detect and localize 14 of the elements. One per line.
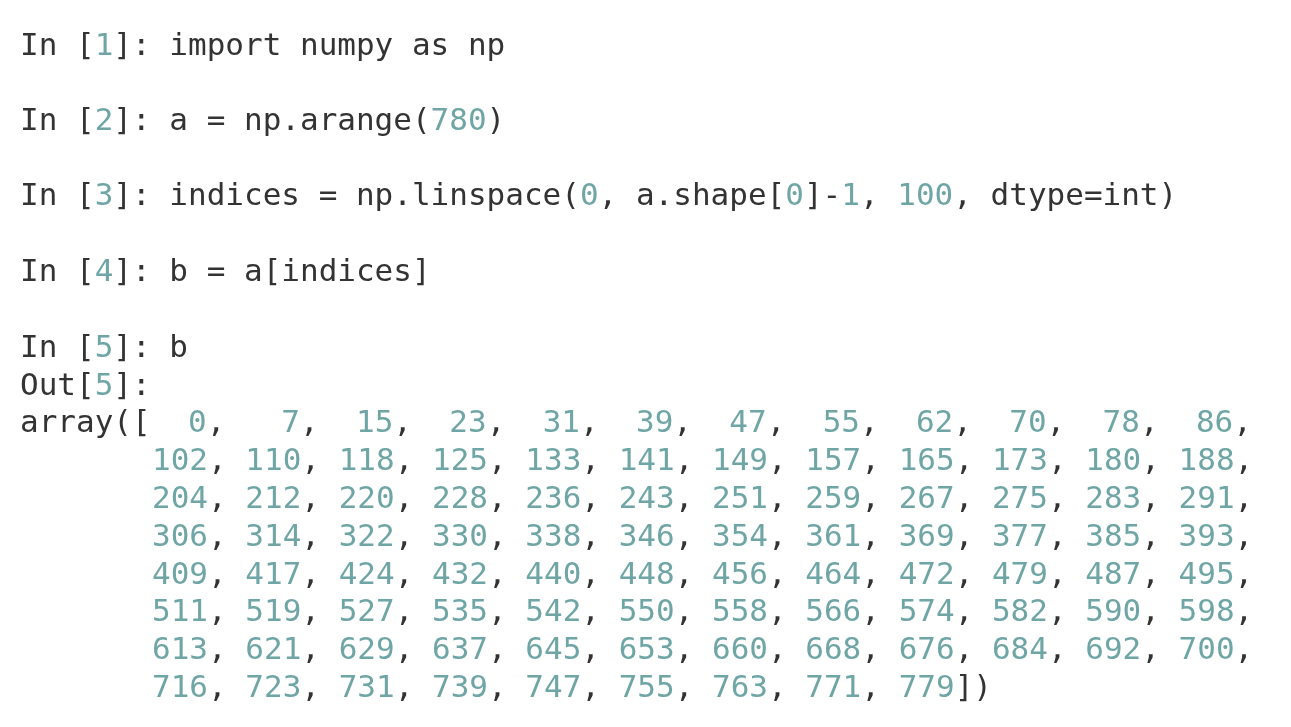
output-line: 409, 417, 424, 432, 440, 448, 456, 464, 472, 479, 487, 495, (152, 554, 1254, 592)
output-line: 306, 314, 322, 330, 338, 346, 354, 361, 369, 377, 385, 393, (152, 516, 1254, 554)
output-line: 613, 621, 629, 637, 645, 653, 660, 668, 676, 684, 692, 700, (152, 629, 1254, 667)
code-line: In [4]: b = a[indices] (20, 251, 431, 289)
output-line: array([ 0, 7, 15, 23, 31, 39, 47, 55, 62, 70, 78, 86, (20, 402, 1252, 440)
code-line: Out[5]: (20, 365, 151, 403)
output-line: 204, 212, 220, 228, 236, 243, 251, 259, 267, 275, 283, 291, (152, 478, 1254, 516)
code-line: In [2]: a = np.arange(780) (20, 100, 506, 138)
code-line: In [1]: import numpy as np (20, 25, 506, 63)
code-line: In [3]: indices = np.linspace(0, a.shape[0]-1, 100, dtype=int) (20, 175, 1178, 213)
output-line: 511, 519, 527, 535, 542, 550, 558, 566, 574, 582, 590, 598, (152, 591, 1254, 629)
code-line: In [5]: b (20, 327, 188, 365)
output-line: 102, 110, 118, 125, 133, 141, 149, 157, 165, 173, 180, 188, (152, 440, 1254, 478)
output-line: 716, 723, 731, 739, 747, 755, 763, 771, 779]) (152, 667, 992, 705)
